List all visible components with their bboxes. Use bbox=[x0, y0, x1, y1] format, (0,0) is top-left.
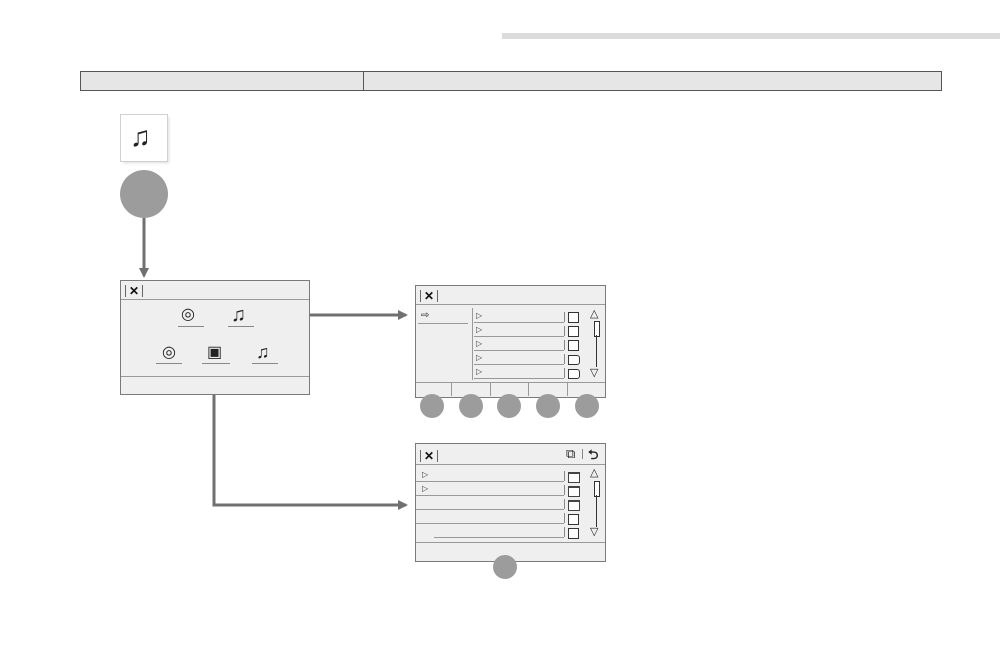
radio-icon[interactable]: ◎ bbox=[181, 306, 195, 323]
music-source-card[interactable]: ♫ bbox=[121, 115, 167, 161]
step-marker bbox=[575, 394, 599, 418]
photos-icon[interactable]: ▣ bbox=[207, 344, 223, 361]
music-underline bbox=[228, 326, 254, 327]
close-icon[interactable]: ✕ bbox=[420, 289, 438, 303]
scroll-up-icon[interactable]: △ bbox=[590, 467, 599, 479]
folder-icon[interactable] bbox=[568, 500, 580, 511]
title-bar-divider bbox=[416, 304, 605, 305]
connector-to-photo-list bbox=[212, 372, 408, 510]
bottom-bar-divider bbox=[416, 382, 605, 383]
photo-list-screen: ✕ ⧉ ⮌ ▷ ▷ △ ▽ bbox=[415, 443, 606, 562]
header-table bbox=[80, 71, 942, 91]
scroll-down-icon[interactable]: ▽ bbox=[590, 526, 599, 538]
separator bbox=[582, 449, 583, 459]
main-menu-screen: ✕ ◎ ♫ ◎ ▣ ♫ bbox=[120, 280, 310, 395]
play-icon: ▷ bbox=[476, 339, 483, 348]
scroll-thumb[interactable] bbox=[594, 481, 600, 497]
photos-underline bbox=[202, 363, 230, 364]
play-icon: ▷ bbox=[476, 311, 483, 320]
tag-icon[interactable] bbox=[568, 369, 580, 379]
folder-icon[interactable] bbox=[568, 472, 580, 483]
separator bbox=[564, 312, 565, 322]
separator bbox=[564, 354, 565, 364]
step-marker-main bbox=[120, 170, 168, 218]
close-icon[interactable]: ✕ bbox=[125, 284, 143, 298]
radio-settings-icon[interactable]: ◎ bbox=[162, 344, 176, 361]
page-top-rule bbox=[502, 33, 1000, 39]
radio-settings-underline bbox=[156, 363, 182, 364]
list-item[interactable]: ▷ bbox=[474, 324, 564, 337]
list-item[interactable]: ▷ bbox=[474, 366, 564, 379]
checkbox[interactable] bbox=[568, 528, 579, 539]
scroll-track[interactable] bbox=[596, 495, 597, 527]
checkbox[interactable] bbox=[568, 326, 579, 337]
play-icon: ▷ bbox=[476, 353, 483, 362]
back-icon[interactable]: ⮌ bbox=[588, 447, 599, 462]
scroll-track[interactable] bbox=[596, 335, 597, 367]
step-marker bbox=[420, 394, 444, 418]
list-item[interactable] bbox=[416, 511, 564, 524]
list-left-divider bbox=[472, 308, 473, 380]
step-marker bbox=[493, 555, 517, 579]
checkbox[interactable] bbox=[568, 514, 579, 525]
bottom-bar-divider bbox=[121, 376, 309, 377]
source-icon[interactable]: ⇨ bbox=[421, 310, 430, 321]
list-item[interactable] bbox=[434, 525, 564, 538]
music-settings-icon[interactable]: ♫ bbox=[256, 342, 270, 362]
scroll-down-icon[interactable]: ▽ bbox=[590, 367, 599, 379]
play-icon: ▷ bbox=[476, 325, 483, 334]
checkbox[interactable] bbox=[568, 312, 579, 323]
source-underline bbox=[418, 323, 468, 324]
separator bbox=[564, 340, 565, 350]
radio-underline bbox=[178, 326, 204, 327]
close-icon[interactable]: ✕ bbox=[420, 449, 438, 463]
separator bbox=[564, 471, 565, 481]
scroll-thumb[interactable] bbox=[594, 321, 600, 337]
list-item[interactable]: ▷ bbox=[474, 352, 564, 365]
step-marker bbox=[459, 394, 483, 418]
list-item[interactable]: ▷ bbox=[416, 483, 564, 496]
scroll-up-icon[interactable]: △ bbox=[590, 308, 599, 320]
button-separator bbox=[490, 383, 491, 396]
title-bar-divider bbox=[121, 299, 309, 300]
step-marker bbox=[536, 394, 560, 418]
music-note-icon: ♫ bbox=[130, 121, 151, 152]
title-bar-divider bbox=[416, 464, 605, 465]
button-separator bbox=[567, 383, 568, 396]
header-table-divider bbox=[363, 72, 364, 90]
list-item[interactable]: ▷ bbox=[416, 469, 564, 482]
separator bbox=[564, 499, 565, 509]
music-settings-underline bbox=[252, 363, 278, 364]
step-marker bbox=[497, 394, 521, 418]
play-icon: ▷ bbox=[422, 484, 429, 493]
copy-icon[interactable]: ⧉ bbox=[566, 446, 576, 461]
play-icon: ▷ bbox=[476, 367, 483, 376]
button-separator bbox=[528, 383, 529, 396]
separator bbox=[564, 527, 565, 537]
button-separator bbox=[451, 383, 452, 396]
music-icon[interactable]: ♫ bbox=[231, 304, 246, 326]
separator bbox=[564, 368, 565, 378]
play-icon: ▷ bbox=[422, 470, 429, 479]
music-list-screen: ✕ ⇨ ▷ ▷ ▷ ▷ ▷ △ ▽ bbox=[415, 285, 606, 398]
list-item[interactable] bbox=[416, 497, 564, 510]
tag-icon[interactable] bbox=[568, 355, 580, 365]
list-item[interactable]: ▷ bbox=[474, 310, 564, 323]
checkbox[interactable] bbox=[568, 340, 579, 351]
folder-icon[interactable] bbox=[568, 486, 580, 497]
separator bbox=[564, 326, 565, 336]
separator bbox=[564, 513, 565, 523]
list-item[interactable]: ▷ bbox=[474, 338, 564, 351]
separator bbox=[564, 485, 565, 495]
bottom-bar-divider bbox=[416, 542, 605, 543]
